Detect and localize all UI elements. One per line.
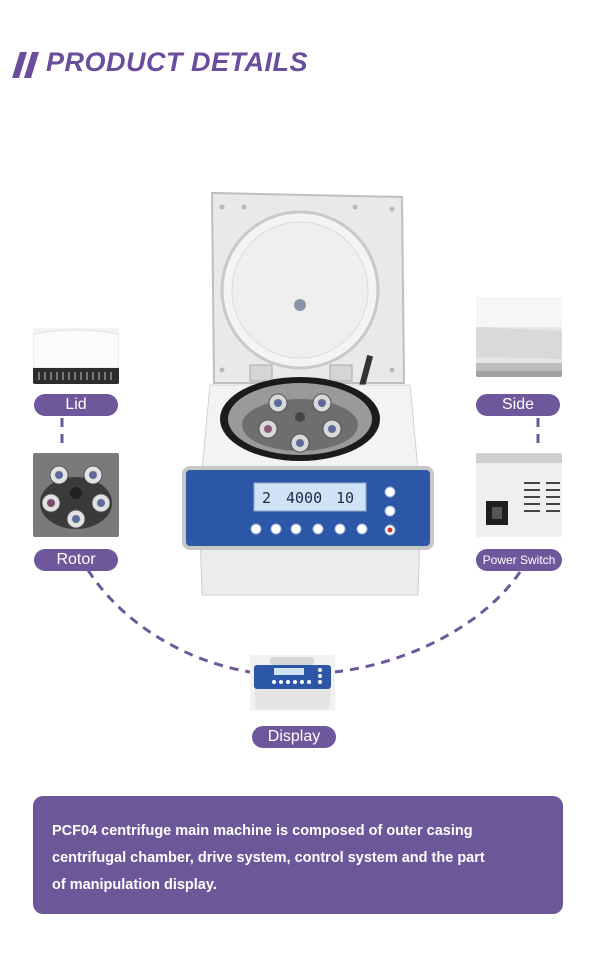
description-line-3: of manipulation display.	[52, 877, 217, 893]
label-rotor: Rotor	[34, 549, 118, 571]
lcd-speed: 4000	[286, 489, 323, 507]
centrifuge-image	[182, 191, 434, 596]
label-side: Side	[476, 394, 560, 416]
power-switch-thumbnail	[476, 453, 562, 537]
description-box	[33, 796, 563, 914]
display-thumbnail	[250, 655, 335, 711]
lid-thumbnail	[33, 328, 119, 384]
label-lid: Lid	[34, 394, 118, 416]
description-line-1: PCF04 centrifuge main machine is compose…	[52, 823, 473, 839]
label-power-switch: Power Switch	[476, 549, 562, 571]
page-title: PRODUCT DETAILS	[46, 47, 308, 77]
description-line-2: centrifugal chamber, drive system, contr…	[52, 850, 485, 866]
label-display: Display	[252, 726, 336, 748]
rotor-thumbnail	[33, 453, 119, 537]
lcd-time: 10	[336, 489, 355, 507]
lcd-program: 2	[262, 489, 272, 507]
side-thumbnail	[476, 297, 562, 377]
header-stripes-icon	[12, 52, 39, 78]
description-text: PCF04 centrifuge main machine is compose…	[52, 818, 547, 899]
